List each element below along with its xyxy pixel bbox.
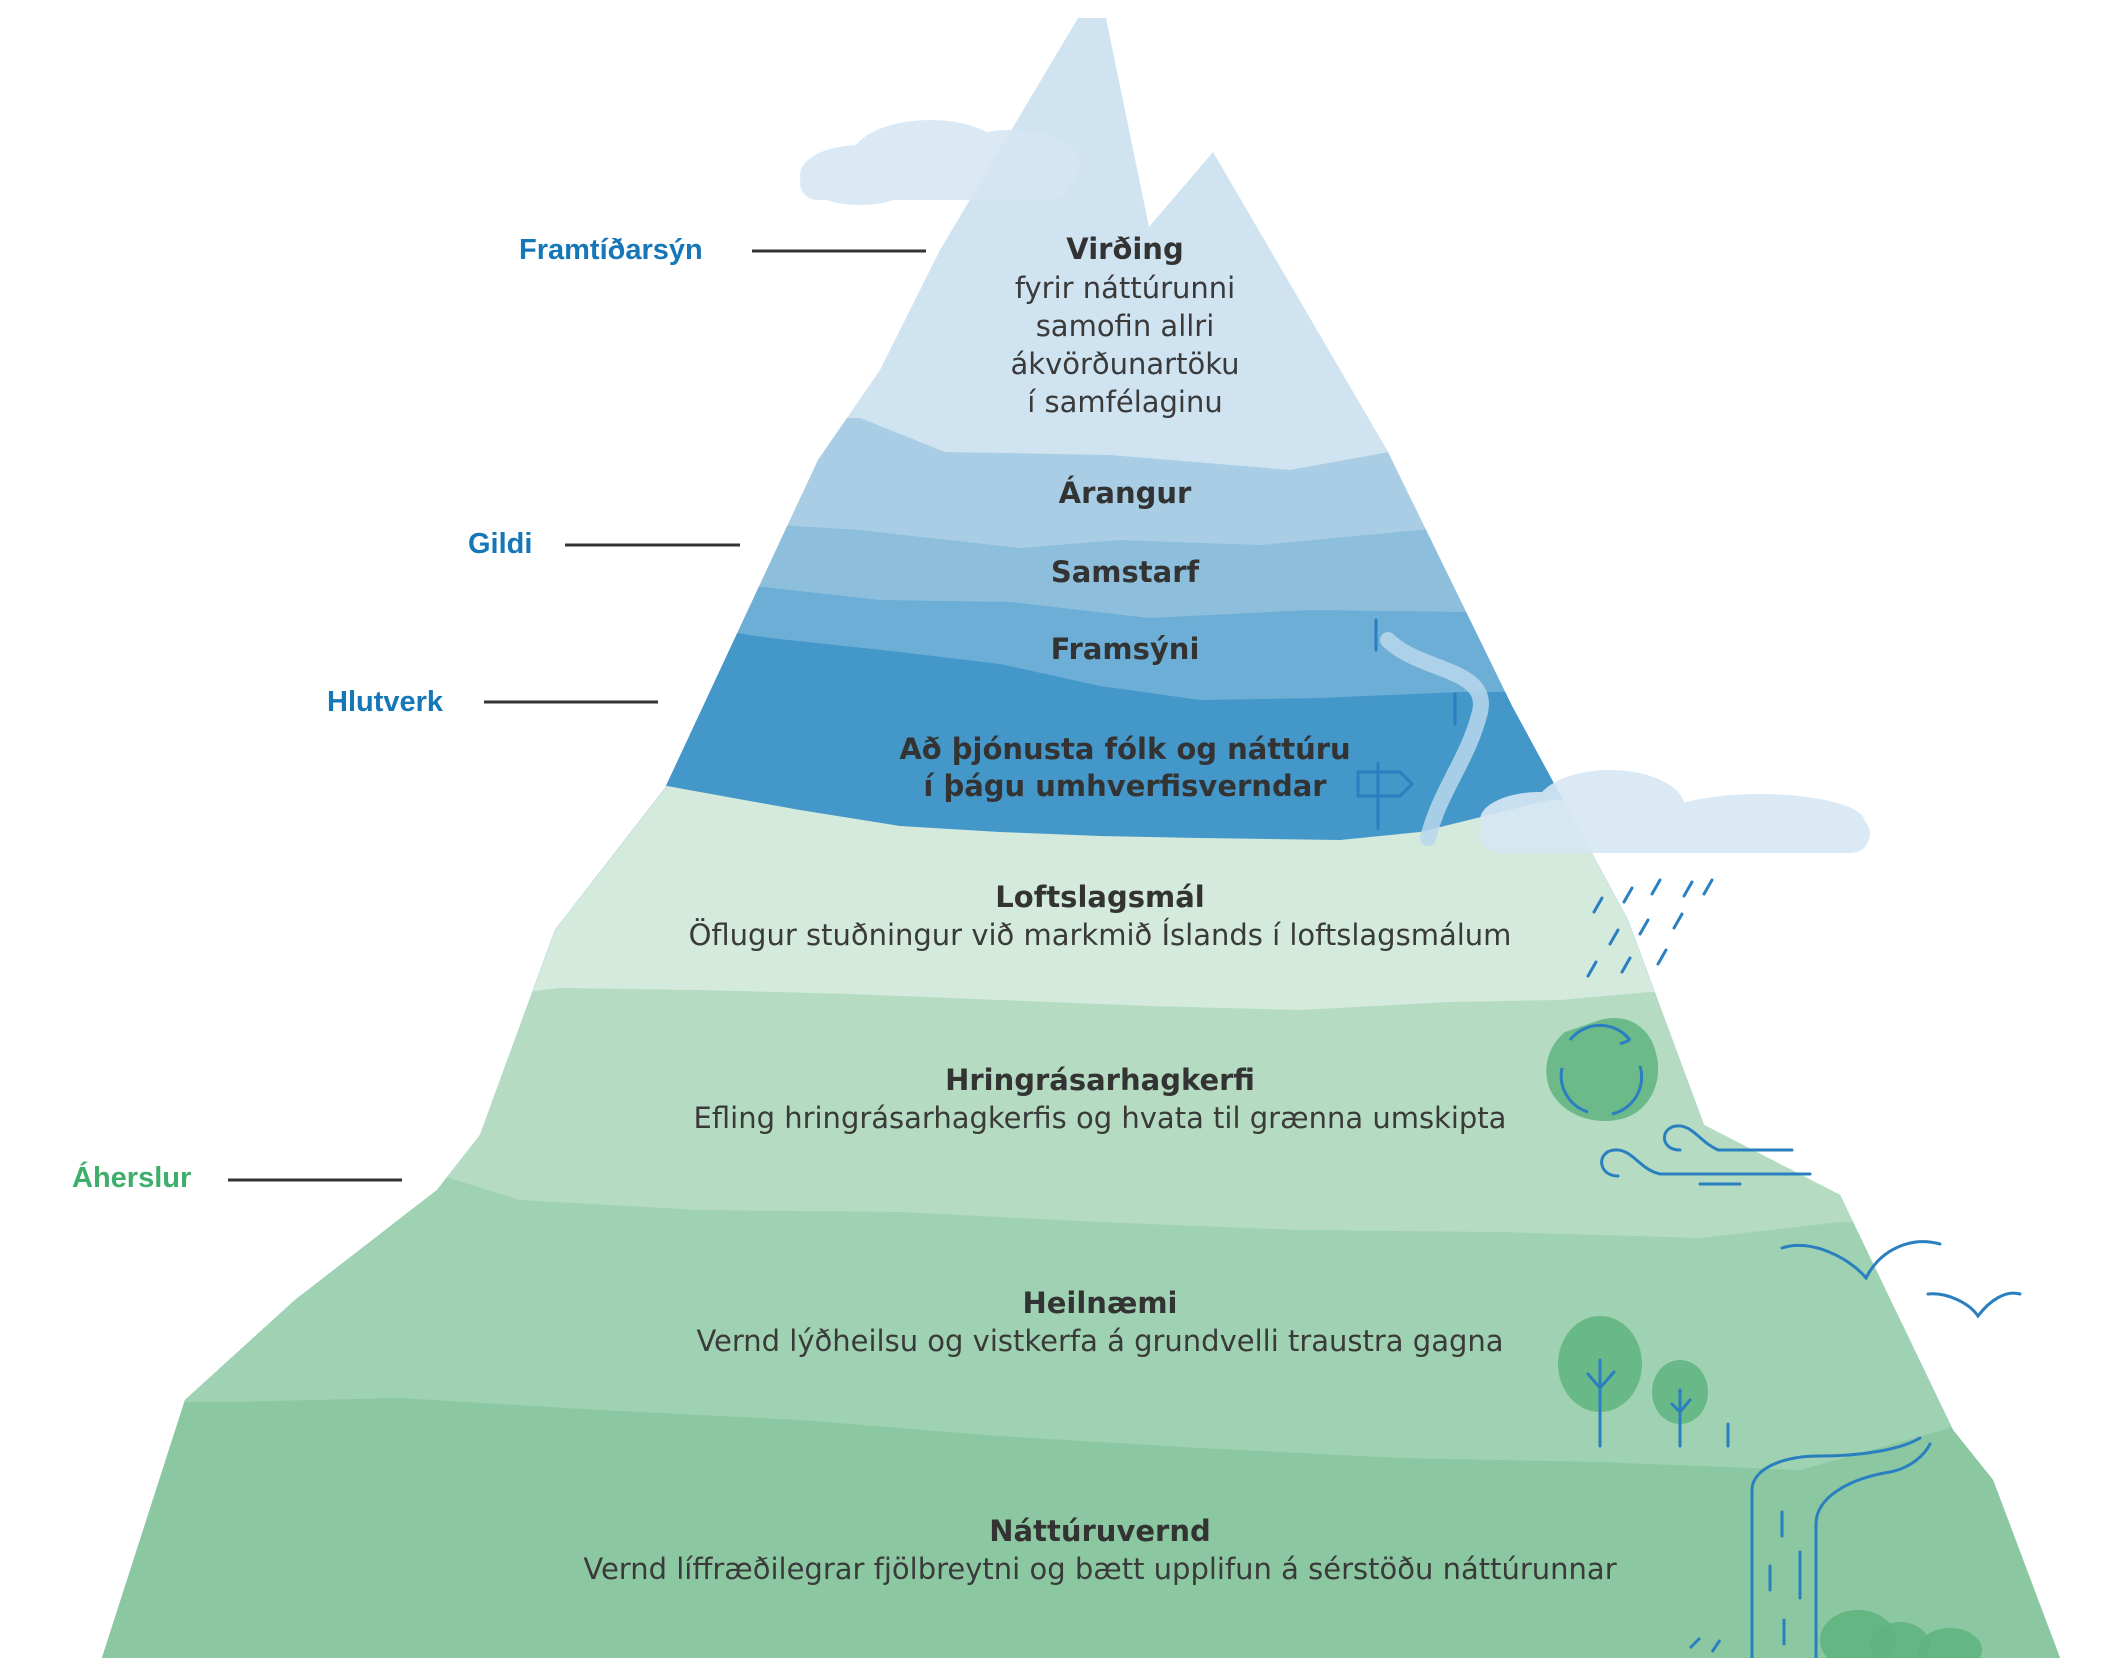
focus-block: Loftslagsmál Öflugur stuðningur við mark… xyxy=(583,880,1616,1586)
side-label-mission-text: Hlutverk xyxy=(327,686,444,718)
rain-icon xyxy=(1586,878,1714,978)
road-icon xyxy=(1374,618,1489,846)
value-item: Framsýni xyxy=(1051,632,1200,666)
value-item: Samstarf xyxy=(1051,555,1200,589)
bird-icon xyxy=(1780,1240,2022,1319)
vision-title: Virðing xyxy=(1066,232,1183,266)
vision-line: í samfélaginu xyxy=(1027,385,1223,419)
cloud-icon xyxy=(800,120,1080,205)
focus-desc: Vernd lýðheilsu og vistkerfa á grundvell… xyxy=(696,1324,1503,1358)
mission-block: Að þjónusta fólk og náttúru í þágu umhve… xyxy=(899,732,1350,803)
mission-line: Að þjónusta fólk og náttúru xyxy=(899,732,1350,766)
signpost-icon xyxy=(1356,762,1415,830)
focus-band-4 xyxy=(102,1398,2060,1658)
side-label-values-text: Gildi xyxy=(468,528,532,560)
bush-icon xyxy=(1688,1610,1982,1663)
focus-desc: Vernd líffræðilegrar fjölbreytni og bætt… xyxy=(583,1552,1616,1586)
vision-block: Virðing fyrir náttúrunni samofin allri á… xyxy=(1011,232,1240,419)
tree-icon xyxy=(1558,1316,1730,1448)
focus-desc: Efling hringrásarhagkerfis og hvata til … xyxy=(694,1101,1507,1135)
focus-title: Hringrásarhagkerfi xyxy=(945,1063,1255,1097)
focus-title: Loftslagsmál xyxy=(995,880,1204,914)
side-label-vision-text: Framtíðarsýn xyxy=(519,234,703,266)
waterfall-icon xyxy=(1750,1436,1932,1660)
vision-line: samofin allri xyxy=(1036,309,1215,343)
values-block: Árangur Samstarf Framsýni xyxy=(1051,476,1200,666)
value-item: Árangur xyxy=(1059,476,1192,510)
vision-line: fyrir náttúrunni xyxy=(1015,271,1235,305)
wind-icon xyxy=(1600,1124,1812,1186)
side-label-values: Gildi xyxy=(468,528,740,560)
side-label-mission: Hlutverk xyxy=(327,686,658,718)
vision-line: ákvörðunartöku xyxy=(1011,347,1240,381)
focus-title: Náttúruvernd xyxy=(989,1514,1210,1548)
side-label-vision: Framtíðarsýn xyxy=(519,234,926,266)
mission-line: í þágu umhverfisverndar xyxy=(923,769,1327,803)
side-label-focus: Áherslur xyxy=(72,1160,402,1194)
focus-title: Heilnæmi xyxy=(1022,1286,1177,1320)
side-label-focus-text: Áherslur xyxy=(72,1160,191,1194)
focus-desc: Öflugur stuðningur við markmið Íslands í… xyxy=(689,918,1512,952)
recycle-icon xyxy=(1546,1018,1659,1122)
cloud-icon xyxy=(1480,770,1870,853)
